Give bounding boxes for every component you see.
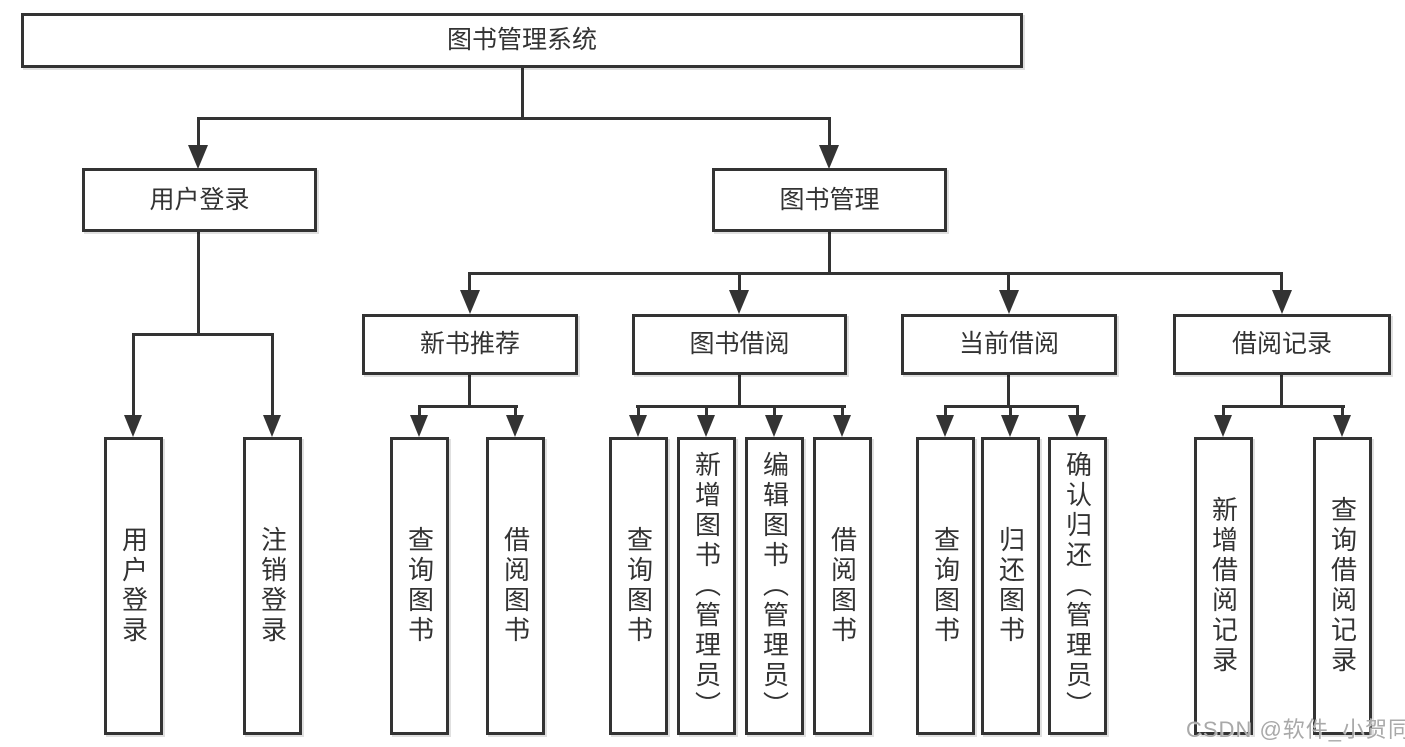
connector-line (132, 333, 135, 417)
connector-line (514, 405, 517, 418)
leaf-query-books-recommend: 查询图书 (390, 437, 449, 735)
arrow-down-icon (629, 415, 647, 437)
connector-line (521, 68, 524, 120)
leaf-query-borrow-record: 查询借阅记录 (1313, 437, 1372, 735)
arrow-down-icon (999, 290, 1019, 314)
connector-line (418, 405, 518, 408)
connector-line (468, 374, 471, 408)
node-book-management: 图书管理 (712, 168, 947, 232)
connector-line (1009, 405, 1012, 418)
node-new-book-recommendation: 新书推荐 (362, 314, 578, 375)
arrow-down-icon (263, 415, 281, 437)
connector-line (197, 232, 200, 336)
leaf-query-books-current: 查询图书 (916, 437, 975, 735)
arrow-down-icon (833, 415, 851, 437)
connector-line (468, 272, 1283, 275)
arrow-down-icon (124, 415, 142, 437)
arrow-down-icon (188, 145, 208, 169)
connector-line (1007, 272, 1010, 293)
arrow-down-icon (1214, 415, 1232, 437)
connector-line (271, 333, 274, 417)
node-book-borrowing: 图书借阅 (632, 314, 847, 375)
connector-line (197, 117, 831, 120)
connector-line (636, 405, 846, 408)
connector-line (418, 405, 421, 418)
connector-line (197, 117, 200, 147)
connector-line (637, 405, 640, 418)
connector-line (705, 405, 708, 418)
arrow-down-icon (729, 290, 749, 314)
arrow-down-icon (765, 415, 783, 437)
leaf-confirm-return-admin: 确认归还（管理员） (1048, 437, 1107, 735)
connector-line (1222, 405, 1225, 418)
arrow-down-icon (1333, 415, 1351, 437)
connector-line (1222, 405, 1345, 408)
arrow-down-icon (936, 415, 954, 437)
node-current-borrowing: 当前借阅 (901, 314, 1117, 375)
arrow-down-icon (460, 290, 480, 314)
connector-line (828, 232, 831, 275)
leaf-add-borrow-record: 新增借阅记录 (1194, 437, 1253, 735)
connector-line (1280, 374, 1283, 408)
connector-line (828, 117, 831, 147)
arrow-down-icon (819, 145, 839, 169)
node-library-management-system: 图书管理系统 (21, 13, 1023, 68)
arrow-down-icon (1068, 415, 1086, 437)
connector-line (841, 405, 844, 418)
node-borrowing-records: 借阅记录 (1173, 314, 1391, 375)
arrow-down-icon (1001, 415, 1019, 437)
connector-line (132, 333, 274, 336)
connector-line (738, 272, 741, 293)
connector-line (1341, 405, 1344, 418)
leaf-borrow-books-recommend: 借阅图书 (486, 437, 545, 735)
watermark: CSDN @软件_小贺同学 (1186, 717, 1405, 742)
connector-line (738, 374, 741, 408)
leaf-add-books-admin: 新增图书（管理员） (677, 437, 736, 735)
arrow-down-icon (410, 415, 428, 437)
node-user-login: 用户登录 (82, 168, 317, 232)
leaf-borrow-books-borrowing: 借阅图书 (813, 437, 872, 735)
connector-line (944, 405, 947, 418)
arrow-down-icon (1272, 290, 1292, 314)
leaf-edit-books-admin: 编辑图书（管理员） (745, 437, 804, 735)
arrow-down-icon (697, 415, 715, 437)
leaf-user-login: 用户登录 (104, 437, 163, 735)
connector-line (468, 272, 471, 293)
leaf-query-books-borrowing: 查询图书 (609, 437, 668, 735)
arrow-down-icon (506, 415, 524, 437)
leaf-return-books: 归还图书 (981, 437, 1040, 735)
leaf-logout: 注销登录 (243, 437, 302, 735)
connector-line (1007, 374, 1010, 408)
connector-line (773, 405, 776, 418)
connector-line (1280, 272, 1283, 293)
connector-line (1076, 405, 1079, 418)
